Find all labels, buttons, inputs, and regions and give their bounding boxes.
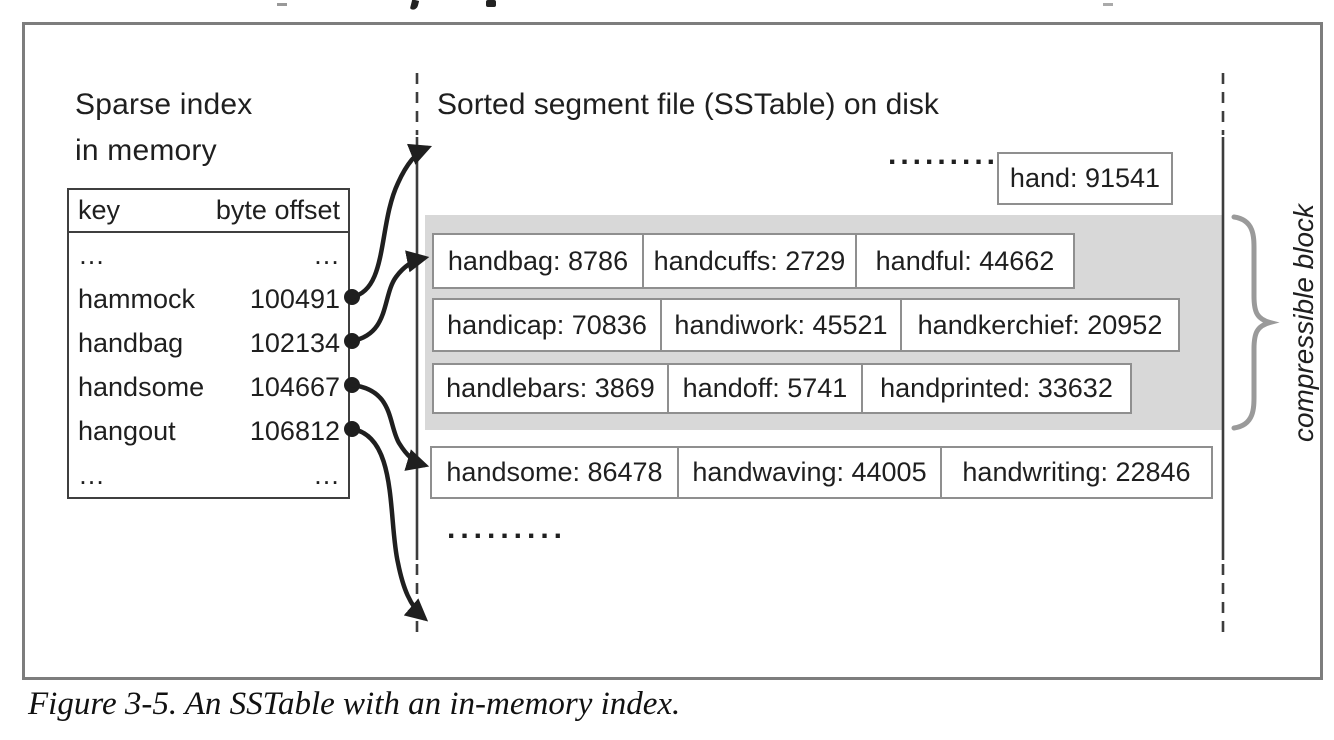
- index-table-row: handsome 104667: [69, 365, 348, 409]
- index-key-cell: handsome: [78, 371, 205, 402]
- index-offset-cell: 104667: [249, 371, 340, 402]
- sstable-entry-box: handsome: 86478: [430, 446, 679, 499]
- sstable-entry-box: handwaving: 44005: [677, 446, 942, 499]
- sstable-entry-box: handwriting: 22846: [940, 446, 1213, 499]
- sstable-entry-box: handful: 44662: [855, 233, 1075, 289]
- cropped-text-fragment: [1103, 3, 1113, 6]
- index-key-cell: …: [78, 239, 105, 270]
- index-key-cell: handbag: [78, 327, 184, 358]
- index-table-header: key byte offset: [69, 190, 348, 233]
- index-table-row: … …: [69, 233, 348, 277]
- cropped-text-fragment: [409, 0, 420, 11]
- sstable-entry-box: handlebars: 3869: [432, 363, 669, 414]
- index-table-row: handbag 102134: [69, 321, 348, 365]
- cropped-text-fragment: [277, 3, 287, 6]
- sstable-row: handlebars: 3869 handoff: 5741 handprint…: [432, 363, 1132, 414]
- sstable-entry-box: handkerchief: 20952: [900, 298, 1180, 352]
- index-offset-cell: …: [313, 239, 340, 270]
- sstable-row: handsome: 86478 handwaving: 44005 handwr…: [430, 446, 1213, 499]
- key-column-header: key: [78, 195, 121, 225]
- index-offset-cell: 100491: [249, 283, 340, 314]
- sparse-index-title-line1: Sparse index: [75, 88, 253, 121]
- index-offset-cell: 106812: [249, 415, 340, 446]
- sstable-entry-box: handiwork: 45521: [660, 298, 902, 352]
- index-table-row: … …: [69, 453, 348, 497]
- compressible-block-label: compressible block: [1288, 203, 1320, 442]
- sstable-row: handbag: 8786 handcuffs: 2729 handful: 4…: [432, 233, 1075, 289]
- sstable-row: handicap: 70836 handiwork: 45521 handker…: [432, 298, 1180, 352]
- ellipsis-before-hand-entry: .........: [888, 138, 1000, 171]
- sparse-index-title-line2: in memory: [75, 134, 217, 167]
- compressible-block-label-wrap: compressible block: [1278, 200, 1330, 445]
- sstable-entry-box: handoff: 5741: [667, 363, 863, 414]
- index-table-row: hangout 106812: [69, 409, 348, 453]
- index-key-cell: …: [78, 459, 105, 490]
- sstable-entry-box: hand: 91541: [997, 152, 1173, 205]
- byte-offset-column-header: byte offset: [215, 195, 340, 225]
- sstable-entry-box: handcuffs: 2729: [642, 233, 857, 289]
- ellipsis-after-rows: .........: [447, 512, 568, 545]
- sstable-title: Sorted segment file (SSTable) on disk: [437, 88, 939, 121]
- index-table-row: hammock 100491: [69, 277, 348, 321]
- sstable-entry-box: handicap: 70836: [432, 298, 662, 352]
- sstable-entry-box: handbag: 8786: [432, 233, 644, 289]
- index-key-cell: hammock: [78, 283, 196, 314]
- index-offset-cell: …: [313, 459, 340, 490]
- sparse-index-table: key byte offset … … hammock 100491 handb…: [67, 188, 350, 499]
- sparse-index-title: Sparse index in memory: [75, 82, 253, 174]
- figure-caption: Figure 3-5. An SSTable with an in-memory…: [28, 686, 681, 722]
- cropped-text-fragment: [486, 0, 496, 7]
- index-key-cell: hangout: [78, 415, 176, 446]
- index-offset-cell: 102134: [249, 327, 340, 358]
- sstable-entry-box: handprinted: 33632: [861, 363, 1132, 414]
